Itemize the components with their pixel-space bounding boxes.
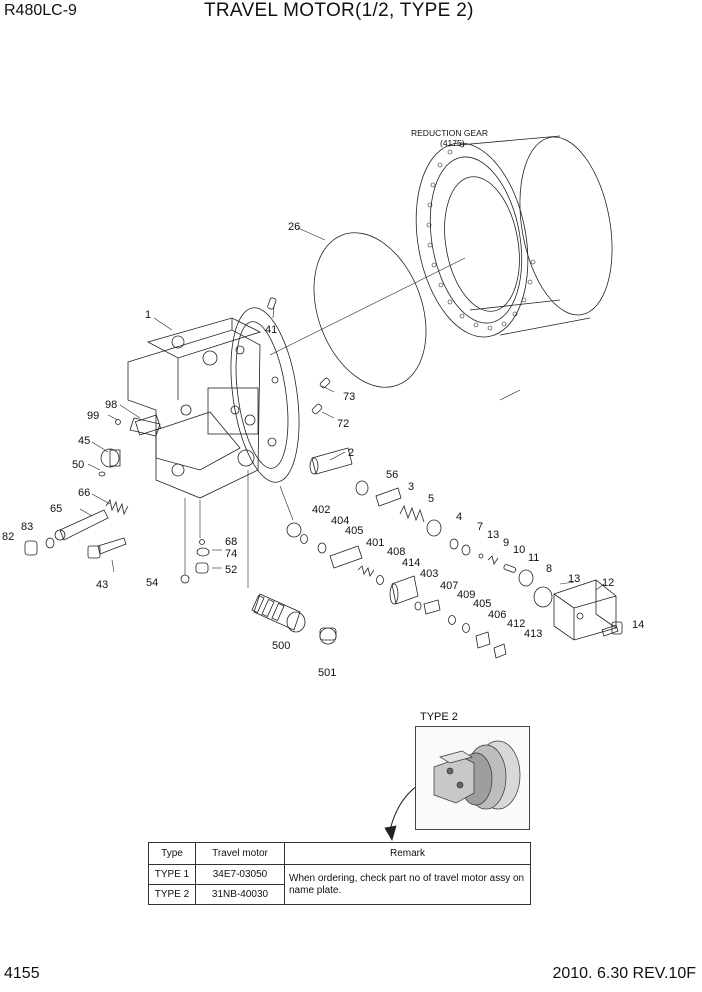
table-cell-motor: 31NB-40030 — [195, 884, 285, 905]
part-label-41: 41 — [265, 324, 277, 336]
part-label-407: 407 — [440, 580, 458, 592]
reduction-gear-code: (4175) — [440, 138, 465, 148]
table-row: TYPE 1 34E7-03050 When ordering, check p… — [148, 864, 531, 905]
part-label-14: 14 — [632, 619, 644, 631]
part-label-403: 403 — [420, 568, 438, 580]
part-label-1: 1 — [145, 309, 151, 321]
table-cell-remark: When ordering, check part no of travel m… — [284, 864, 531, 905]
part-label-10: 10 — [513, 544, 525, 556]
page-number: 4155 — [4, 965, 40, 982]
type2-label: TYPE 2 — [420, 711, 458, 723]
part-label-3: 3 — [408, 481, 414, 493]
part-label-74: 74 — [225, 548, 237, 560]
table-header-type: Type — [148, 842, 196, 865]
o-ring-26 — [313, 232, 427, 388]
part-label-406: 406 — [488, 609, 506, 621]
date-revision: 2010. 6.30 REV.10F — [552, 965, 696, 982]
motor-casing — [127, 307, 300, 499]
part-label-11: 11 — [528, 552, 539, 564]
part-label-7: 7 — [477, 521, 483, 533]
table-cell-type: TYPE 2 — [148, 884, 196, 905]
part-label-98: 98 — [105, 399, 117, 411]
table-header-remark: Remark — [284, 842, 531, 865]
part-label-405a: 405 — [345, 525, 363, 537]
part-label-45: 45 — [78, 435, 90, 447]
part-label-8: 8 — [546, 563, 552, 575]
part-label-68: 68 — [225, 536, 237, 548]
reduction-gear-housing — [415, 135, 613, 338]
part-label-83: 83 — [21, 521, 33, 533]
relief-valve-500 — [251, 593, 306, 633]
part-label-72: 72 — [337, 418, 349, 430]
reduction-gear-label: REDUCTION GEAR — [411, 128, 488, 138]
part-label-408: 408 — [387, 546, 405, 558]
table-header-motor: Travel motor — [195, 842, 285, 865]
part-label-99: 99 — [87, 410, 99, 422]
part-label-52: 52 — [225, 564, 237, 576]
part-label-13b: 13 — [568, 573, 580, 585]
table-cell-type: TYPE 1 — [148, 864, 196, 885]
part-label-2: 2 — [348, 447, 354, 459]
part-label-66: 66 — [78, 487, 90, 499]
part-label-50: 50 — [72, 459, 84, 471]
part-label-501: 501 — [318, 667, 336, 679]
part-label-413: 413 — [524, 628, 542, 640]
part-label-65: 65 — [50, 503, 62, 515]
part-label-82: 82 — [2, 531, 14, 543]
part-label-73: 73 — [343, 391, 355, 403]
part-label-402: 402 — [312, 504, 330, 516]
part-label-13a: 13 — [487, 529, 499, 541]
part-label-4: 4 — [456, 511, 462, 523]
type2-photo-illustration — [433, 740, 521, 810]
part-label-500: 500 — [272, 640, 290, 652]
part-label-414: 414 — [402, 557, 420, 569]
part-label-409: 409 — [457, 589, 475, 601]
table-header-row: Type Travel motor Remark — [148, 842, 531, 865]
part-label-5: 5 — [428, 493, 434, 505]
type-table: Type Travel motor Remark TYPE 1 34E7-030… — [148, 842, 531, 905]
part-label-405b: 405 — [473, 598, 491, 610]
part-label-43: 43 — [96, 579, 108, 591]
part-label-54: 54 — [146, 577, 158, 589]
table-cell-motor: 34E7-03050 — [195, 864, 285, 885]
model-name: R480LC-9 — [4, 2, 77, 19]
part-label-9: 9 — [503, 537, 509, 549]
part-label-404: 404 — [331, 515, 349, 527]
part-label-401: 401 — [366, 537, 384, 549]
part-label-56: 56 — [386, 469, 398, 481]
type2-photo — [415, 726, 530, 830]
part-label-26: 26 — [288, 221, 300, 233]
table-row: TYPE 2 31NB-40030 — [148, 884, 531, 905]
part-label-412: 412 — [507, 618, 525, 630]
page-title: TRAVEL MOTOR(1/2, TYPE 2) — [204, 0, 474, 21]
part-label-12: 12 — [602, 577, 614, 589]
small-parts — [24, 297, 623, 659]
